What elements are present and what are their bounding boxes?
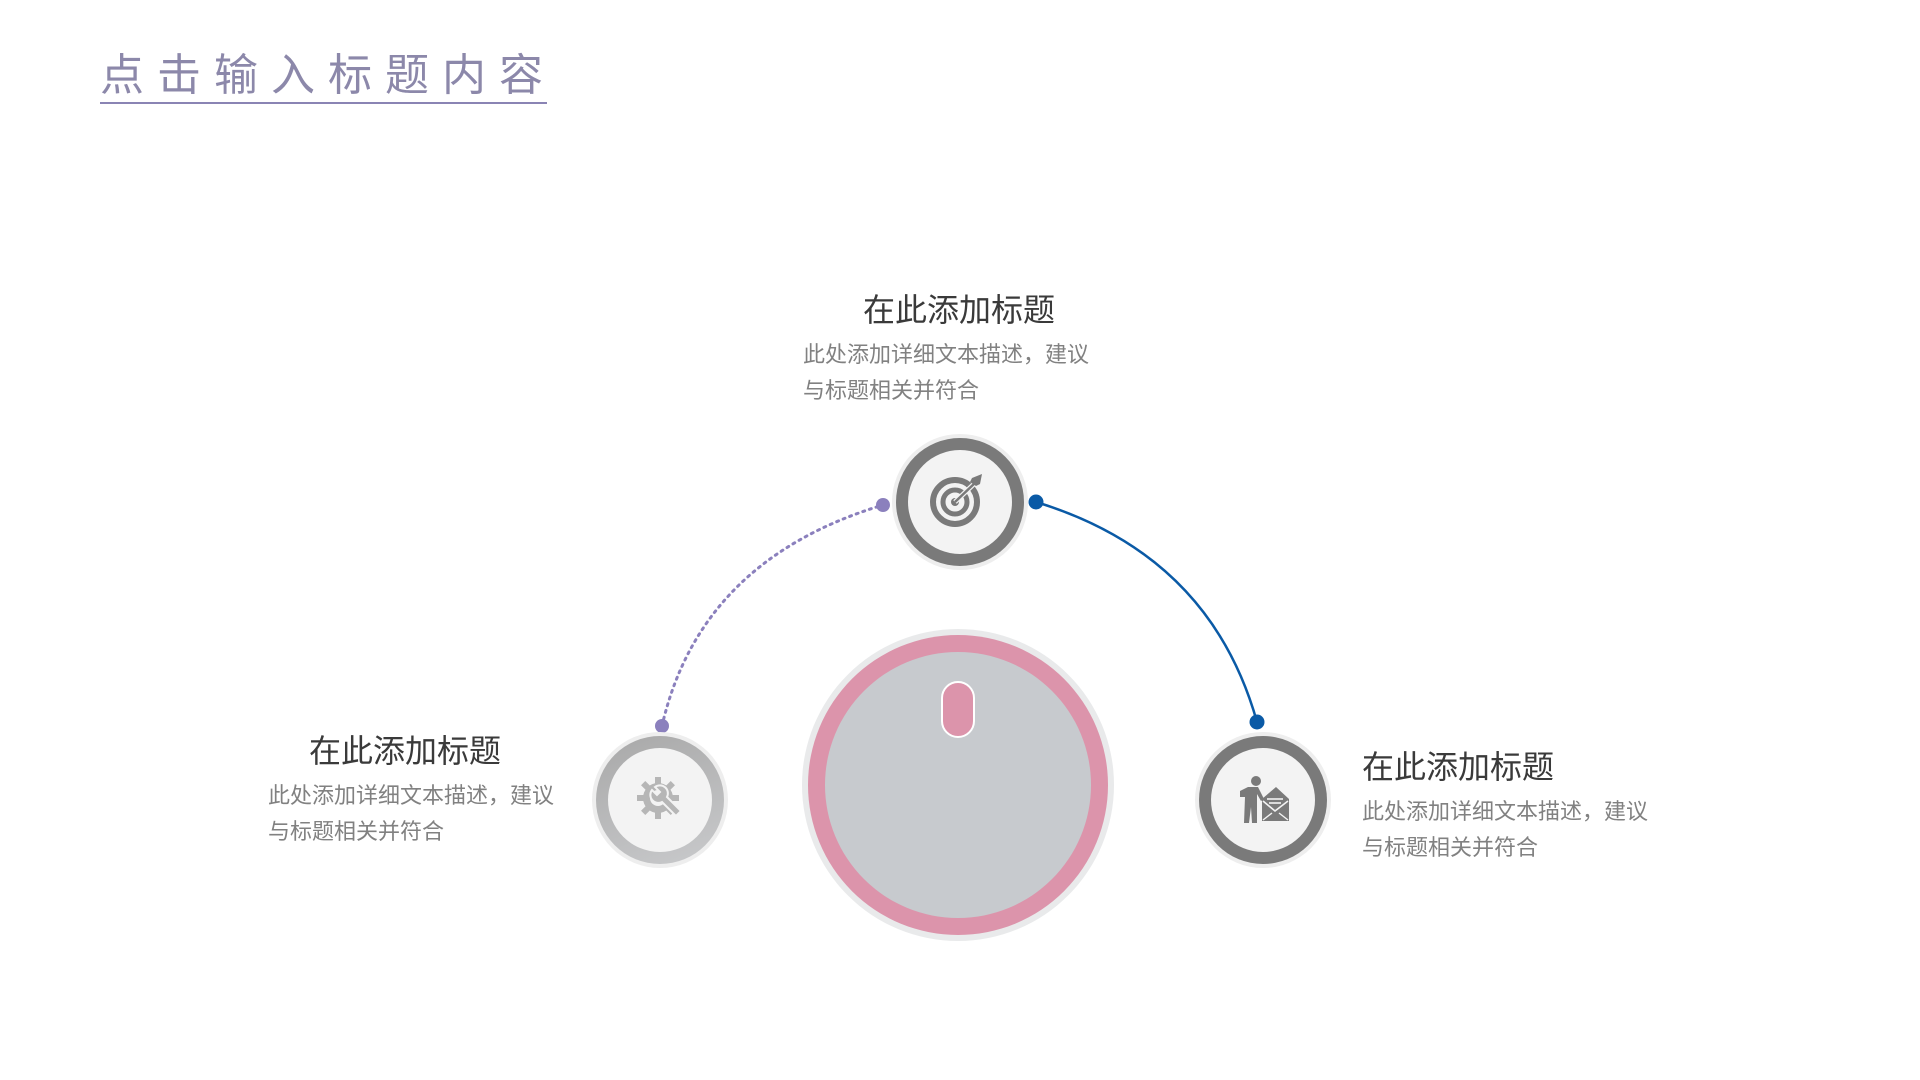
top-node-face (908, 450, 1012, 554)
left-description-line-2: 与标题相关并符合 (268, 820, 445, 845)
left-arc-start-dot (876, 498, 890, 512)
right-solid-arc (1035, 500, 1259, 723)
top-text-block: 在此添加标题 此处添加详细文本描述，建议 与标题相关并符合 (803, 290, 1118, 410)
left-heading[interactable]: 在此添加标题 (309, 732, 502, 770)
right-arc-start-dot (1028, 494, 1044, 510)
person-envelope-icon (1240, 776, 1289, 823)
right-text-block: 在此添加标题 此处添加详细文本描述，建议 与标题相关并符合 (1362, 747, 1682, 867)
right-arc-end-dot (1249, 714, 1265, 730)
title-underline (100, 102, 547, 104)
top-heading[interactable]: 在此添加标题 (862, 291, 1055, 329)
left-text-block: 在此添加标题 此处添加详细文本描述，建议 与标题相关并符合 (268, 731, 583, 851)
right-node-face (1211, 748, 1315, 852)
mouse-scroll-icon (941, 681, 975, 738)
right-description-line-2: 与标题相关并符合 (1362, 836, 1539, 861)
right-node[interactable] (1199, 736, 1327, 864)
top-node[interactable] (896, 438, 1024, 566)
center-circle[interactable] (808, 635, 1108, 935)
left-description[interactable]: 此处添加详细文本描述，建议 与标题相关并符合 (268, 779, 583, 851)
top-description[interactable]: 此处添加详细文本描述，建议 与标题相关并符合 (803, 338, 1118, 410)
left-arc-end-dot (655, 719, 669, 733)
left-description-line-1: 此处添加详细文本描述，建议 (268, 784, 555, 809)
left-node[interactable] (596, 736, 724, 864)
gear-wrench-icon (637, 777, 683, 819)
top-description-line-2: 与标题相关并符合 (803, 379, 980, 404)
target-icon (930, 474, 982, 527)
left-dotted-arc (660, 503, 885, 728)
right-description[interactable]: 此处添加详细文本描述，建议 与标题相关并符合 (1362, 795, 1682, 867)
right-heading[interactable]: 在此添加标题 (1362, 748, 1555, 786)
top-description-line-1: 此处添加详细文本描述，建议 (803, 343, 1090, 368)
right-description-line-1: 此处添加详细文本描述，建议 (1362, 800, 1649, 825)
slide-title[interactable]: 点击输入标题内容 (100, 50, 556, 101)
left-node-face (608, 748, 712, 852)
